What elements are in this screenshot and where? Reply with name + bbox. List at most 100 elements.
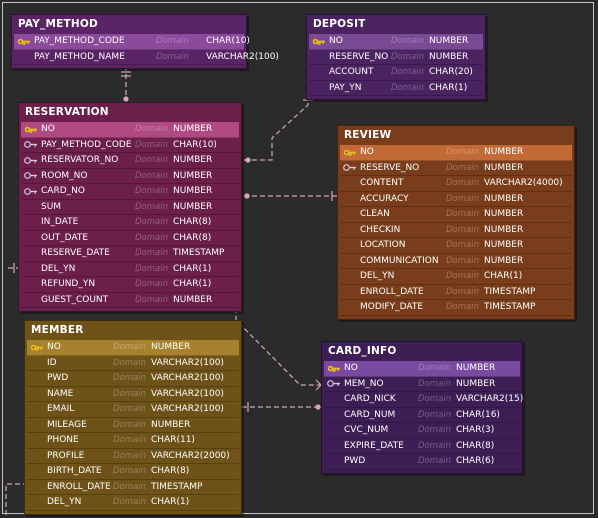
column-type: VARCHAR2(4000) — [484, 178, 563, 188]
column-domain: Domain — [418, 363, 451, 373]
column-name: ENROLL_DATE — [47, 481, 111, 492]
foreign-key-icon — [21, 140, 41, 149]
column-name: NO — [41, 124, 55, 134]
column-type: NUMBER — [484, 255, 524, 266]
column-domain: Domain — [135, 294, 168, 305]
column-name: PAY_METHOD_CODE — [41, 139, 132, 150]
column-domain: Domain — [418, 409, 451, 420]
column-type: CHAR(1) — [484, 271, 523, 281]
primary-key-icon — [21, 125, 41, 134]
foreign-key-icon — [340, 163, 360, 172]
column-name: PWD — [344, 456, 366, 466]
column-name: BIRTH_DATE — [47, 466, 102, 476]
column-name: PHONE — [47, 435, 79, 445]
column-domain: Domain — [135, 155, 168, 165]
column-name: PWD — [47, 373, 69, 383]
column-domain: Domain — [391, 82, 424, 93]
column-domain: Domain — [113, 373, 146, 383]
column-domain: Domain — [391, 36, 424, 46]
entity-title: DEPOSIT — [313, 18, 366, 30]
column-domain: Domain — [113, 450, 146, 461]
column-name: NAME — [47, 388, 74, 399]
column-domain: Domain — [446, 162, 479, 173]
entity-title: MEMBER — [31, 324, 84, 336]
column-row[interactable]: CARD_NUM Domain CHAR(16) — [324, 408, 520, 423]
column-type: CHAR(8) — [173, 217, 212, 227]
column-type: VARCHAR2(2000) — [151, 450, 230, 461]
column-domain: Domain — [135, 279, 168, 289]
column-name: COMMUNICATION — [360, 255, 439, 266]
column-domain: Domain — [135, 263, 168, 274]
column-domain: Domain — [418, 440, 451, 451]
column-domain: Domain — [113, 342, 146, 352]
column-name: GUEST_COUNT — [41, 294, 109, 305]
column-name: EXPIRE_DATE — [344, 440, 404, 451]
column-type: CHAR(16) — [456, 409, 500, 420]
column-name: CARD_NUM — [344, 409, 396, 420]
column-type: CHAR(1) — [173, 263, 212, 274]
column-name: ACCURACY — [360, 193, 409, 204]
column-type: NUMBER — [456, 363, 496, 373]
column-name: RESERVE_NO — [360, 162, 420, 173]
column-name: CLEAN — [360, 209, 390, 219]
column-type: NUMBER — [173, 155, 213, 165]
column-domain: Domain — [156, 36, 189, 46]
column-name: ID — [47, 357, 57, 368]
primary-key-icon — [309, 37, 329, 46]
